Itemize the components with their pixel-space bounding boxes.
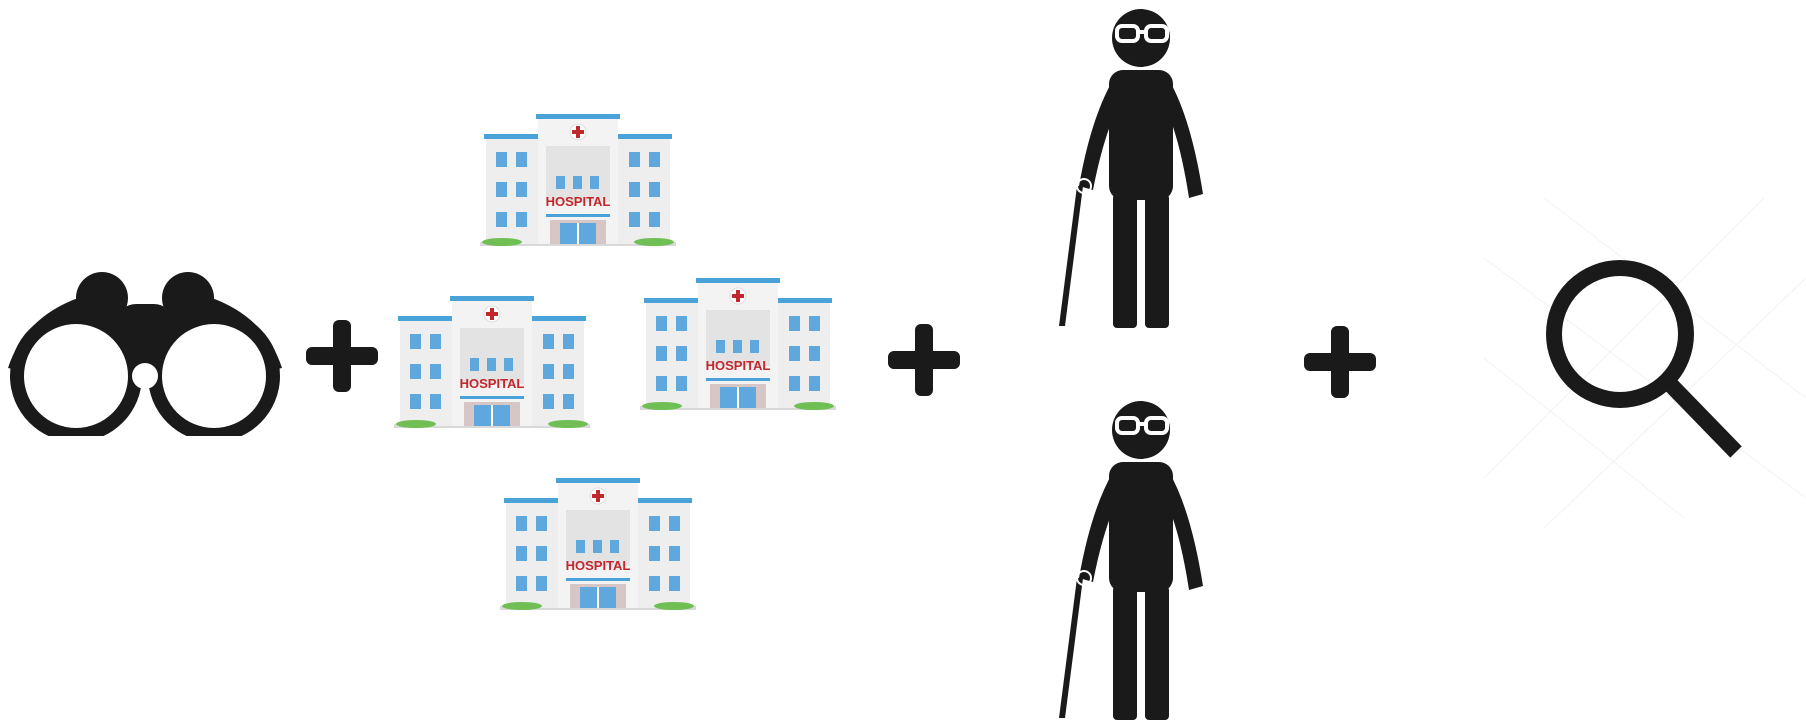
blind-person-icon [1053, 8, 1213, 328]
hospital-building-icon: HOSPITAL [394, 294, 590, 434]
blind-person-icon [1053, 400, 1213, 720]
binoculars-icon [4, 268, 286, 436]
hospital-building-icon: HOSPITAL [640, 276, 836, 416]
hospital-building-icon: HOSPITAL [480, 112, 676, 252]
hospital-sign: HOSPITAL [460, 376, 525, 391]
hospital-sign: HOSPITAL [546, 194, 611, 209]
plus-sign [304, 318, 380, 394]
hospital-building-icon: HOSPITAL [500, 476, 696, 616]
plus-sign [1302, 324, 1378, 400]
magnifying-glass-icon [1484, 198, 1806, 528]
hospital-sign: HOSPITAL [566, 558, 631, 573]
plus-sign [886, 322, 962, 398]
hospital-sign: HOSPITAL [706, 358, 771, 373]
